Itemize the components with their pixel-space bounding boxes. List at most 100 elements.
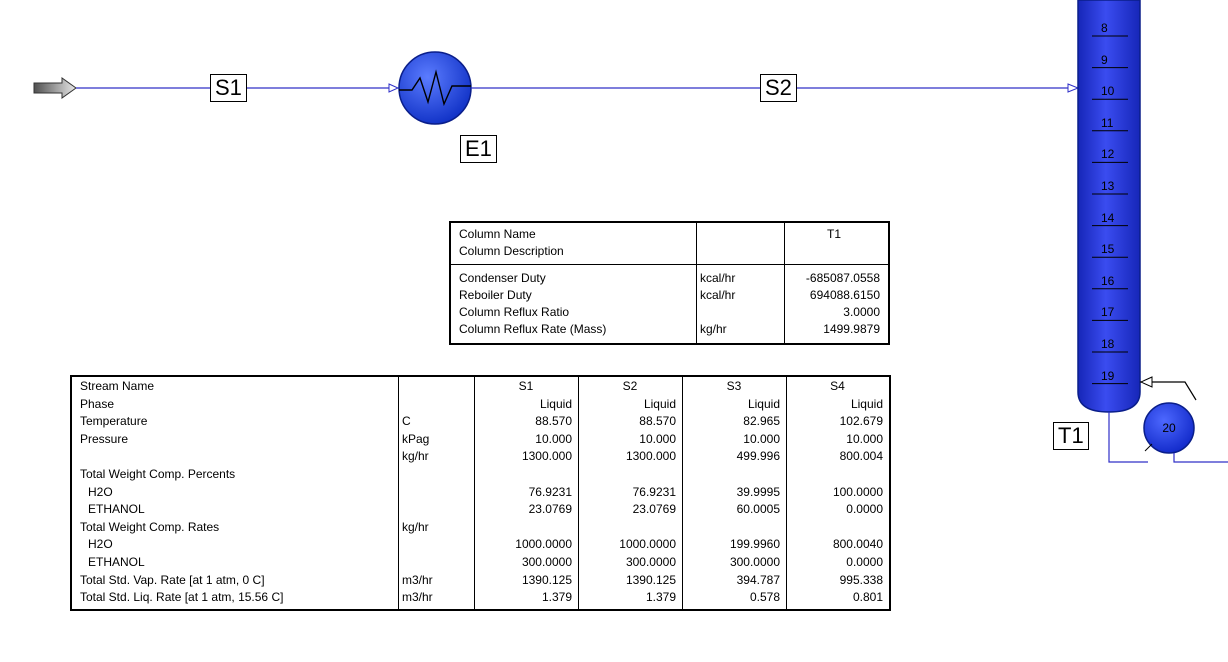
stream-table-cell: Total Weight Comp. Percents <box>80 467 236 481</box>
column-table-cell: -685087.0558 <box>805 271 880 285</box>
stream-table-cell: 88.570 <box>535 414 572 429</box>
column-table-divider <box>696 223 697 343</box>
stream-table-cell: 88.570 <box>639 414 676 429</box>
tray-number: 12 <box>1101 147 1115 162</box>
reboiler-tray-number: 20 <box>1162 421 1176 435</box>
tray-number: 13 <box>1101 179 1115 193</box>
reboiler-small-arrow-icon <box>1144 443 1153 452</box>
tray-number: 16 <box>1101 273 1115 288</box>
column-table-cell: Column Name <box>459 227 536 241</box>
stream-table-cell <box>398 466 474 484</box>
reboiler-icon[interactable] <box>1143 402 1195 454</box>
stream-table-cell: m3/hr <box>402 590 433 605</box>
stream-table-cell: 10.000 <box>535 431 572 446</box>
heat-exchanger-e1-icon[interactable] <box>398 51 472 125</box>
stream-table-divider <box>786 377 787 609</box>
stream-table-cell: H2O <box>88 537 113 552</box>
stream-table-divider <box>578 377 579 609</box>
column-table-cell: Column Reflux Rate (Mass) <box>459 322 607 336</box>
stream-table-cell: 23.0769 <box>528 502 572 517</box>
stream-table-cell: kg/hr <box>402 449 429 464</box>
reboiler-inlet-line <box>1108 412 1148 463</box>
exchanger-e1-label[interactable]: E1 <box>460 135 497 163</box>
stream-table-divider <box>398 377 399 609</box>
column-table-divider <box>451 264 888 265</box>
stream-table-cell: S1 <box>518 379 534 393</box>
tray-number: 14 <box>1101 210 1115 225</box>
column-t1-label[interactable]: T1 <box>1053 422 1089 450</box>
stream-s1-label[interactable]: S1 <box>210 74 247 102</box>
tray-number: 18 <box>1101 337 1115 351</box>
stream-table-cell: Liquid <box>539 396 572 411</box>
stream-table-cell: S3 <box>726 379 742 393</box>
stream-table-header-row: Stream Name S1 S2 S3 S4 <box>72 378 889 396</box>
stream-table-cell: 100.0000 <box>832 484 883 499</box>
stream-table-cell: Phase <box>80 396 115 411</box>
stream-table-cell <box>398 396 474 414</box>
stream-table-row: Total Weight Comp. Percents <box>72 466 889 484</box>
stream-table-cell: 1000.0000 <box>619 537 676 552</box>
stream-table-divider <box>682 377 683 609</box>
stream-table-cell: ETHANOL <box>88 555 145 569</box>
stream-table-cell: 800.004 <box>839 449 883 464</box>
stream-table-cell: 76.9231 <box>632 484 676 499</box>
stream-table-cell: Liquid <box>643 396 676 411</box>
column-table-cell: 3.0000 <box>843 305 880 319</box>
stream-table-cell <box>474 466 578 484</box>
stream-table-cell: 60.0005 <box>736 502 780 517</box>
column-table-cell <box>696 304 784 322</box>
bottoms-outlet-line[interactable] <box>1173 453 1228 463</box>
stream-table-cell: 0.0000 <box>846 555 883 569</box>
tray-number: 11 <box>1101 115 1114 130</box>
reboiler-return-arrowhead-icon <box>1139 376 1153 388</box>
stream-table-cell <box>398 536 474 554</box>
stream-s2-label[interactable]: S2 <box>760 74 797 102</box>
column-table-cell: kcal/hr <box>700 288 736 302</box>
stream-table-cell: 1300.000 <box>625 449 676 464</box>
reboiler-vapor-return-line <box>1140 381 1197 401</box>
column-table-divider <box>784 223 785 343</box>
tray-number: 8 <box>1101 21 1108 35</box>
column-tray-lines <box>1092 35 1128 385</box>
stream-table-cell: S4 <box>830 379 845 393</box>
stream-table-cell: 102.679 <box>839 414 883 429</box>
stream-table-cell <box>398 484 474 502</box>
stream-table-cell: 394.787 <box>736 572 780 587</box>
stream-table-cell <box>682 519 786 537</box>
stream-table-cell <box>786 519 889 537</box>
stream-table-cell: 300.0000 <box>625 555 676 569</box>
stream-table-cell: S2 <box>622 379 638 393</box>
stream-table-cell: C <box>402 414 411 429</box>
stream-table-cell <box>578 466 682 484</box>
stream-table-cell <box>682 466 786 484</box>
stream-table-cell: Stream Name <box>80 379 155 393</box>
stream-table-cell: Temperature <box>80 414 148 429</box>
stream-table-cell <box>786 466 889 484</box>
stream-table-cell: 300.0000 <box>729 555 780 569</box>
stream-table-cell: 1000.0000 <box>515 537 572 552</box>
stream-table-cell: 23.0769 <box>632 502 676 517</box>
column-table-cell <box>696 226 784 244</box>
stream-table-cell: kg/hr <box>402 519 429 534</box>
feed-arrow-icon[interactable] <box>33 77 77 99</box>
tray-number: 9 <box>1101 52 1108 67</box>
stream-s1-arrowhead-icon <box>388 83 400 93</box>
stream-table-cell: ETHANOL <box>88 502 145 517</box>
stream-table-cell: 39.9995 <box>736 484 780 499</box>
stream-table-cell: Liquid <box>850 396 883 411</box>
stream-table-row: Total Std. Vap. Rate [at 1 atm, 0 C]m3/h… <box>72 572 889 590</box>
stream-table-cell: H2O <box>88 484 113 499</box>
stream-table-cell: Liquid <box>747 396 780 411</box>
